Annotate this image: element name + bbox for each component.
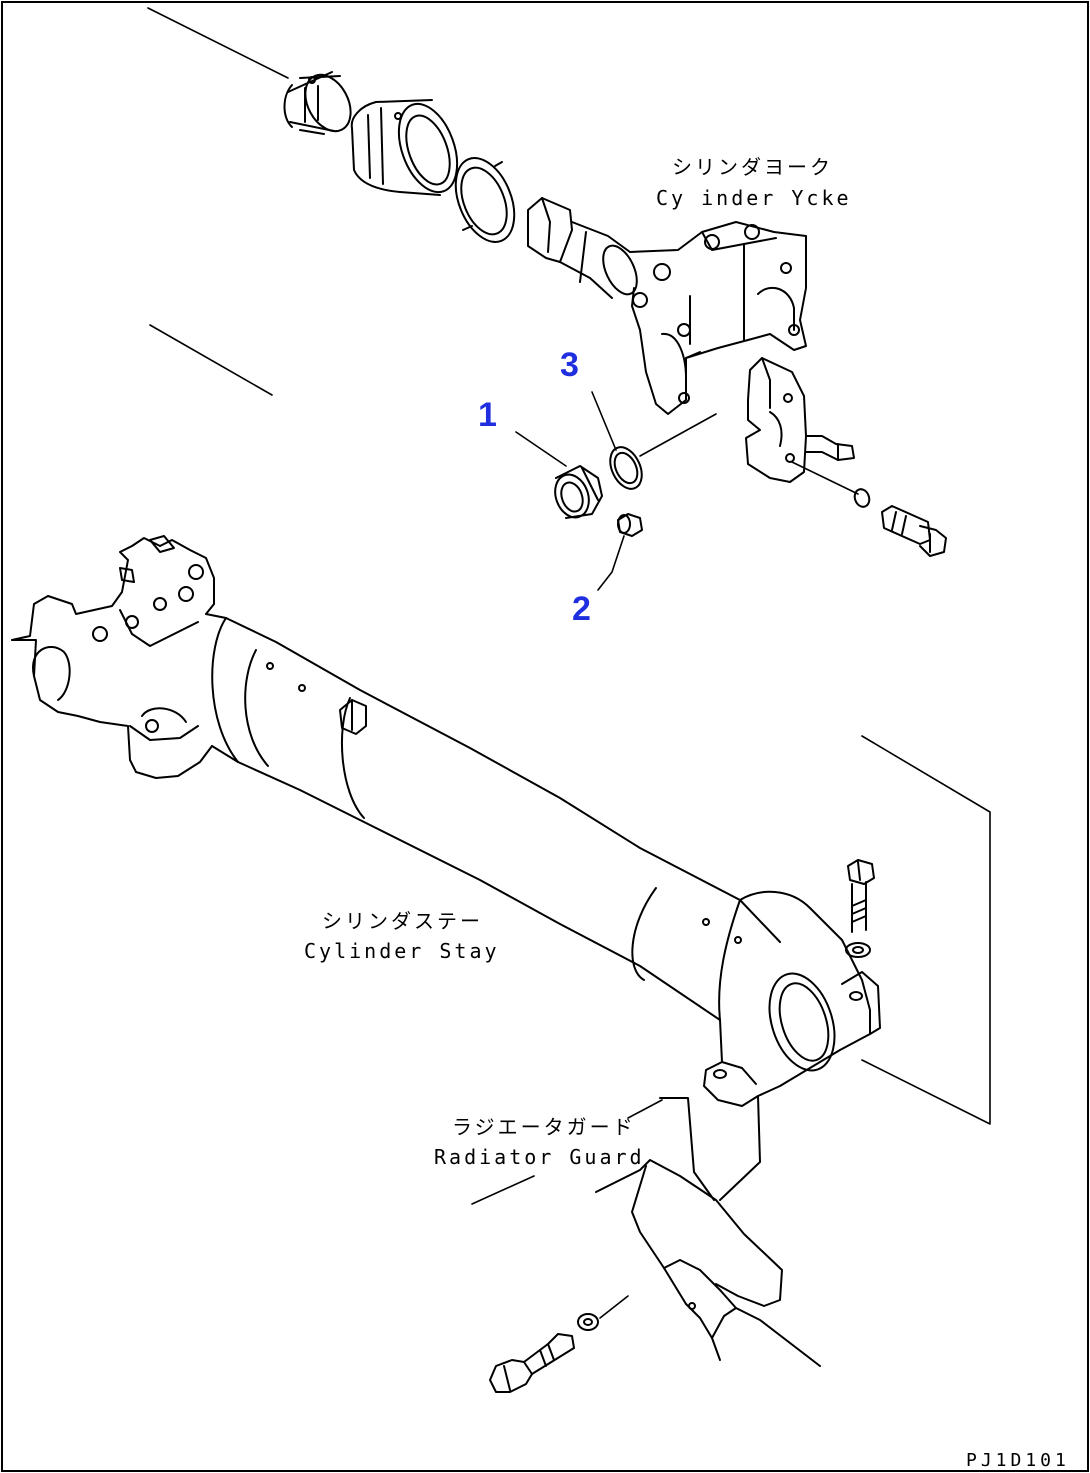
- bolt-bottom: [489, 1295, 629, 1393]
- radiator-guard-label-en: Radiator Guard: [434, 1145, 645, 1169]
- cylinder-stay-label-jp: シリンダステー: [322, 909, 483, 933]
- callout-3: 3: [560, 346, 579, 384]
- cylinder-stay-label-en: Cylinder Stay: [304, 939, 500, 963]
- cylinder-stay: [11, 535, 881, 1107]
- top-centerline: [147, 7, 289, 396]
- radiator-guard: [595, 1095, 821, 1367]
- bushing-large: [350, 99, 459, 196]
- part-2-collar: [617, 513, 643, 537]
- cylinder-yoke-label-jp: シリンダヨーク: [672, 155, 833, 179]
- cylinder-yoke: [527, 197, 807, 415]
- part-1-bushing: [554, 465, 603, 519]
- cylinder-yoke-label-en: Cy inder Ycke: [656, 186, 852, 210]
- yoke-cap: [745, 357, 855, 483]
- bolt-stay: [845, 859, 875, 958]
- seal-ring-top: [454, 157, 516, 243]
- callout-1: 1: [478, 396, 497, 434]
- frame-lines-right: [861, 735, 991, 1125]
- bolt-top: [791, 461, 947, 557]
- callout-2: 2: [572, 590, 591, 628]
- part-3-seal-ring: [609, 446, 643, 490]
- bushing-top: [283, 71, 352, 135]
- radiator-guard-leaders: [471, 1099, 663, 1205]
- radiator-guard-label-jp: ラジエータガード: [452, 1115, 636, 1139]
- callout-leaders: [515, 391, 625, 591]
- drawing-code: PJ1D101: [966, 1450, 1070, 1471]
- leader-yoke: [639, 413, 717, 457]
